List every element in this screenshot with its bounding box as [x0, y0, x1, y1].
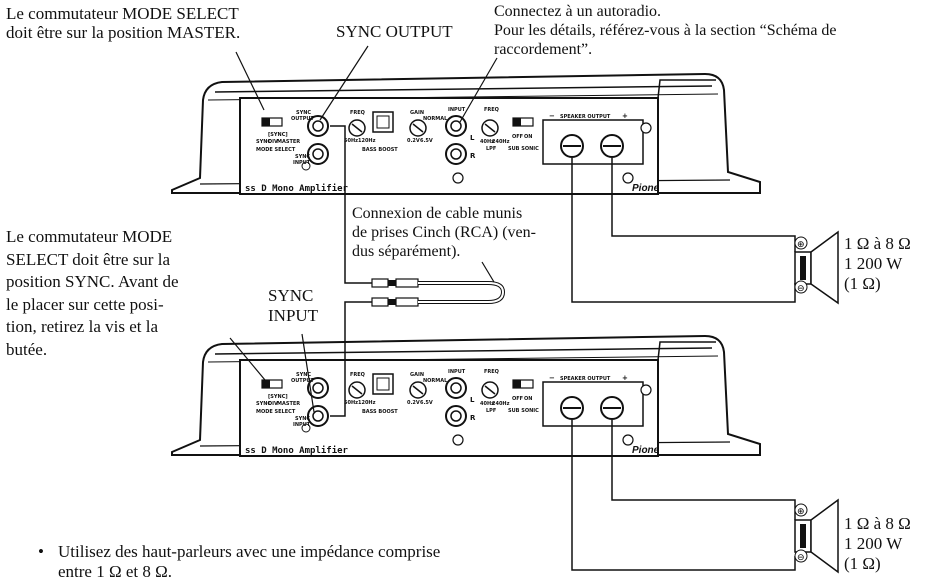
panel-lpf-freq-hi: 240Hz [492, 401, 510, 407]
panel-mode-div: DIV [268, 401, 278, 407]
panel-gain-range: 0.2V [407, 138, 420, 144]
panel-gain-normal: NORMAL [423, 116, 448, 122]
speaker-top [794, 230, 839, 305]
panel-mode-master: MASTER [277, 139, 300, 145]
panel-sync-output-label: OUTPUT [291, 378, 314, 384]
panel-subsonic: SUB SONIC [508, 408, 539, 414]
callout-sync-input: SYNC INPUT [268, 286, 319, 325]
speaker-top-minus: ⊖ [797, 284, 805, 294]
panel-subsonic-off: OFF [512, 134, 523, 140]
panel-freq: FREQ [350, 372, 365, 378]
panel-subsonic-on: ON [524, 396, 532, 402]
panel-bass-boost: BASS BOOST [362, 409, 398, 415]
panel-gain-normal: NORMAL [423, 378, 448, 384]
panel-gain-range: 6.5V [420, 138, 433, 144]
speaker-bottom-plus: ⊕ [797, 507, 805, 517]
panel-sync-output-label: OUTPUT [291, 116, 314, 122]
callout-mode-sync: Le commutateur MODE SELECT doit être sur… [6, 227, 179, 359]
panel-labels-bottom: SYNC OUTPUT [SYNC] SYNC DIV MASTER MODE … [245, 369, 660, 456]
panel-input-r: R [470, 414, 476, 422]
panel-input-l: L [470, 396, 475, 404]
callout-head-unit: Connectez à un autoradio. Pour les détai… [494, 3, 837, 58]
panel-lpf-freq-lo: 40Hz [480, 401, 494, 407]
panel-subsonic-off: OFF [512, 396, 523, 402]
panel-mode-sync: SYNC [256, 401, 271, 407]
panel-gain-range: 6.5V [420, 400, 433, 406]
panel-speaker-minus: − [549, 374, 555, 382]
brand-logo: Pione [632, 445, 660, 456]
panel-mode-bracket: [SYNC] [268, 394, 288, 400]
callout-lines [229, 45, 498, 413]
panel-speaker-plus: + [622, 374, 628, 382]
speaker-spec-top: 1 Ω à 8 Ω 1 200 W (1 Ω) [844, 234, 911, 293]
panel-sync-output-label: SYNC [296, 110, 311, 116]
panel-input-l: L [470, 134, 475, 142]
callout-sync-output: SYNC OUTPUT [336, 22, 453, 41]
panel-mode-select: MODE SELECT [256, 147, 296, 153]
panel-bass-freq: 50Hz [344, 400, 358, 406]
panel-gain: GAIN [410, 372, 424, 378]
panel-gain: GAIN [410, 110, 424, 116]
panel-mode-div: DIV [268, 139, 278, 145]
panel-model-name: ss D Mono Amplifier [245, 445, 349, 456]
master-amplifier [171, 73, 761, 195]
speaker-top-plus: ⊕ [797, 240, 805, 250]
panel-input: INPUT [448, 369, 466, 375]
panel-lpf: LPF [486, 146, 496, 152]
callout-mode-master: Le commutateur MODE SELECT doit être sur… [6, 4, 241, 42]
panel-model-name: ss D Mono Amplifier [245, 183, 349, 194]
impedance-note: • Utilisez des haut-parleurs avec une im… [38, 542, 441, 581]
panel-bass-freq: 50Hz [344, 138, 358, 144]
panel-speaker-output: SPEAKER OUTPUT [560, 114, 611, 120]
panel-bass-boost: BASS BOOST [362, 147, 398, 153]
panel-sync-input-label: INPUT [293, 160, 311, 166]
callout-rca-cable: Connexion de cable munis de prises Cinch… [352, 205, 536, 260]
panel-lpf-freq-hi: 240Hz [492, 139, 510, 145]
panel-lpf-freq-lo: 40Hz [480, 139, 494, 145]
panel-sync-input-label: SYNC [295, 416, 310, 422]
panel-speaker-output: SPEAKER OUTPUT [560, 376, 611, 382]
panel-sync-input-label: INPUT [293, 422, 311, 428]
panel-subsonic: SUB SONIC [508, 146, 539, 152]
panel-bass-freq: 120Hz [358, 138, 376, 144]
panel-sync-input-label: SYNC [295, 154, 310, 160]
speaker-spec-bottom: 1 Ω à 8 Ω 1 200 W (1 Ω) [844, 514, 911, 573]
rca-cable [330, 125, 506, 417]
slave-amplifier [171, 335, 761, 457]
speaker-bottom-minus: ⊖ [797, 553, 805, 563]
panel-bass-freq: 120Hz [358, 400, 376, 406]
panel-labels-top: SYNC OUTPUT [SYNC] SYNC DIV MASTER MODE … [245, 107, 660, 194]
panel-mode-select: MODE SELECT [256, 409, 296, 415]
panel-lpf-freq: FREQ [484, 369, 499, 375]
panel-lpf: LPF [486, 408, 496, 414]
panel-freq: FREQ [350, 110, 365, 116]
panel-gain-range: 0.2V [407, 400, 420, 406]
bullet: • [38, 542, 44, 561]
panel-mode-bracket: [SYNC] [268, 132, 288, 138]
panel-lpf-freq: FREQ [484, 107, 499, 113]
panel-sync-output-label: SYNC [296, 372, 311, 378]
speaker-bottom [794, 498, 839, 574]
brand-logo: Pione [632, 183, 660, 194]
panel-mode-sync: SYNC [256, 139, 271, 145]
panel-speaker-plus: + [622, 112, 628, 120]
panel-input-r: R [470, 152, 476, 160]
panel-speaker-minus: − [549, 112, 555, 120]
panel-input: INPUT [448, 107, 466, 113]
panel-mode-master: MASTER [277, 401, 300, 407]
panel-subsonic-on: ON [524, 134, 532, 140]
